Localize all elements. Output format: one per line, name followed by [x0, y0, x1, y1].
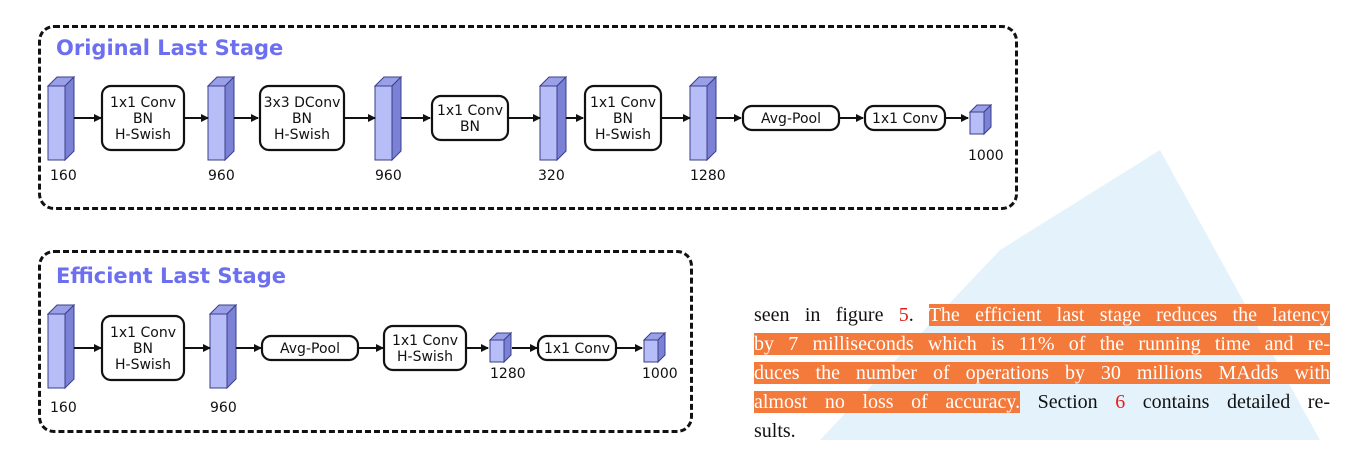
channel-count-label: 1280: [490, 366, 526, 382]
paper-paragraph: seen in figure 5. The efficient last sta…: [754, 301, 1331, 446]
operation-label: BN: [133, 341, 153, 357]
operation-label: BN: [460, 119, 480, 135]
tensor-block: [538, 75, 568, 162]
operation-box: 1x1 Conv: [863, 104, 947, 132]
tensor-block: [488, 331, 513, 364]
tensor-block: [968, 103, 993, 136]
original-stage-title: Original Last Stage: [56, 36, 284, 60]
paragraph-line-4: almost no loss of accuracy. Section 6 co…: [754, 388, 1330, 417]
efficient-stage-box: [38, 250, 693, 433]
paragraph-line-5: sults.: [754, 417, 1330, 446]
figure-reference-link[interactable]: 5: [898, 304, 909, 326]
highlighted-text: by 7 milliseconds which is 11% of the ru…: [754, 333, 1330, 355]
channel-count-label: 1000: [968, 148, 1004, 164]
tensor-block: [46, 75, 76, 162]
original-stage-box: [38, 25, 1018, 210]
channel-count-label: 320: [538, 168, 565, 184]
tensor-block: [208, 303, 238, 390]
paragraph-text: Section: [1020, 391, 1116, 413]
highlighted-text: almost no loss of accuracy.: [754, 391, 1021, 413]
tensor-block: [206, 75, 236, 162]
efficient-stage-title: Efficient Last Stage: [56, 264, 286, 288]
highlighted-text: The efficient last stage reduces the lat…: [928, 304, 1331, 326]
operation-label: H-Swish: [115, 357, 171, 373]
section-reference-link[interactable]: 6: [1115, 391, 1126, 413]
channel-count-label: 1000: [642, 366, 678, 382]
paragraph-text: sults.: [754, 420, 796, 442]
operation-label: BN: [133, 111, 153, 127]
channel-count-label: 960: [210, 400, 237, 416]
tensor-block: [688, 75, 718, 162]
operation-label: 1x1 Conv: [872, 111, 938, 127]
paragraph-text: contains detailed re-: [1125, 391, 1330, 413]
operation-label: 1x1 Conv: [110, 325, 176, 341]
operation-label: H-Swish: [115, 127, 171, 143]
operation-box: Avg-Pool: [260, 334, 360, 362]
operation-label: 3x3 DConv: [264, 95, 341, 111]
paragraph-text: .: [908, 304, 929, 326]
paragraph-line-2: by 7 milliseconds which is 11% of the ru…: [754, 330, 1330, 359]
paragraph-line-1: seen in figure 5. The efficient last sta…: [754, 301, 1331, 330]
operation-label: 1x1 Conv: [437, 103, 503, 119]
operation-label: H-Swish: [397, 349, 453, 365]
channel-count-label: 160: [50, 400, 77, 416]
operation-label: BN: [292, 111, 312, 127]
operation-label: H-Swish: [274, 127, 330, 143]
operation-label: 1x1 Conv: [110, 95, 176, 111]
tensor-block: [46, 303, 76, 390]
operation-label: BN: [613, 111, 633, 127]
operation-label: Avg-Pool: [280, 341, 340, 357]
tensor-block: [642, 331, 667, 364]
operation-label: 1x1 Conv: [544, 341, 610, 357]
operation-label: Avg-Pool: [761, 111, 821, 127]
channel-count-label: 160: [50, 168, 77, 184]
channel-count-label: 1280: [690, 168, 726, 184]
paragraph-line-3: duces the number of operations by 30 mil…: [754, 359, 1330, 388]
paragraph-text: seen in figure: [754, 304, 899, 326]
channel-count-label: 960: [375, 168, 402, 184]
operation-label: 1x1 Conv: [590, 95, 656, 111]
operation-label: H-Swish: [595, 127, 651, 143]
highlighted-text: duces the number of operations by 30 mil…: [754, 362, 1330, 384]
tensor-block: [373, 75, 403, 162]
operation-box: Avg-Pool: [741, 104, 841, 132]
channel-count-label: 960: [208, 168, 235, 184]
operation-box: 1x1 Conv: [536, 334, 618, 362]
operation-label: 1x1 Conv: [392, 333, 458, 349]
